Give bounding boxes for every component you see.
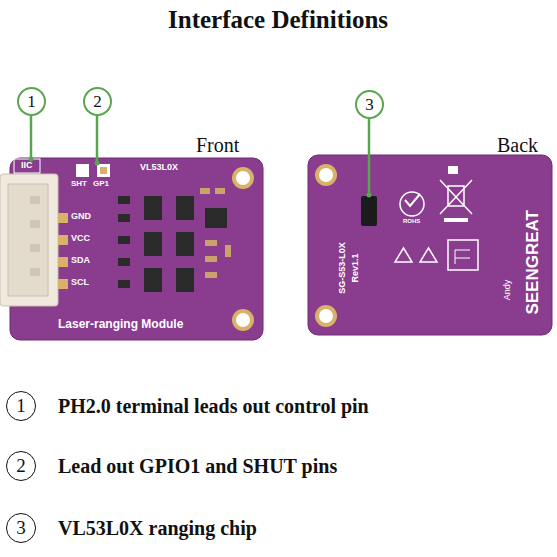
callout-number: 1 [16, 395, 26, 417]
revision-label: Rev1.1 [351, 253, 361, 282]
pin-name: GP1 [93, 180, 109, 189]
list-text: PH2.0 terminal leads out control pin [58, 395, 369, 417]
brand-name: SEENGREAT [524, 210, 543, 315]
callout-circle: 3 [355, 90, 384, 119]
view-label: Front [196, 134, 239, 156]
callout-number: 1 [27, 92, 36, 112]
bus-label: IIC [21, 161, 33, 171]
callout-circle: 3 [6, 513, 36, 543]
board-name: Laser-ranging Module [58, 318, 183, 331]
list-text: VL53L0X ranging chip [58, 517, 257, 539]
pin-name: VCC [71, 234, 90, 244]
callout-number: 3 [16, 517, 26, 539]
list-text: Lead out GPIO1 and SHUT pins [58, 455, 337, 477]
callout-circle: 2 [6, 451, 36, 481]
diagram-title: Interface Definitions [168, 6, 388, 34]
pin-name: GND [71, 212, 91, 222]
callout-circle: 2 [83, 87, 112, 116]
view-label: Back [497, 134, 538, 156]
callout-number: 2 [16, 455, 26, 477]
author-label: Andy [503, 280, 513, 301]
callout-number: 3 [365, 95, 374, 115]
pin-name: SHT [71, 180, 87, 189]
model-number: SG-S53-L0X [338, 242, 348, 294]
pin-name: SDA [71, 256, 90, 266]
callout-circle: 1 [6, 391, 36, 421]
callout-circle: 1 [17, 87, 46, 116]
callout-number: 2 [93, 92, 102, 112]
chip-name: VL53L0X [140, 163, 178, 173]
pin-name: SCL [71, 278, 89, 288]
rohs-mark: ROHS [403, 218, 420, 225]
